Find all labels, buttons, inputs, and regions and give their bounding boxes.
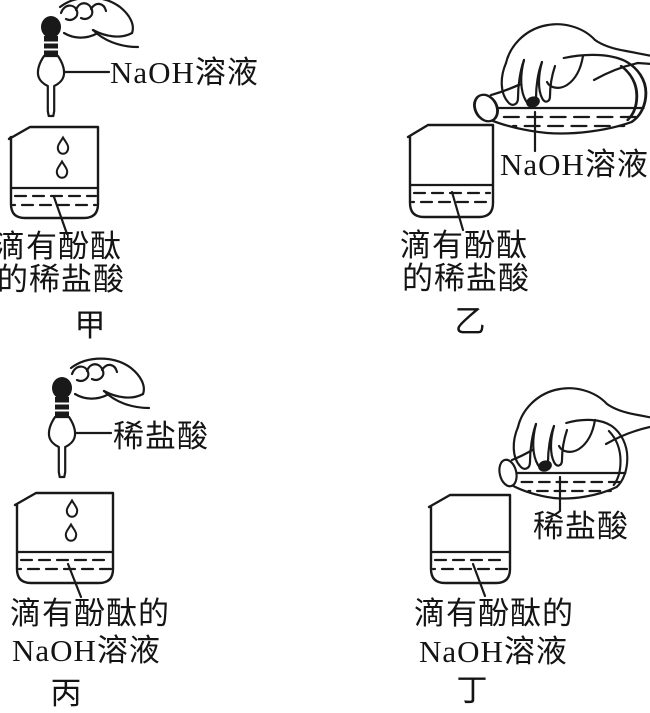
panel-caption-yi: 乙 — [454, 304, 486, 339]
falling-drop-icon — [64, 523, 78, 542]
beaker-label-ding-line2: NaOH溶液 — [419, 634, 568, 669]
beaker-label-yi-line2: 的稀盐酸 — [402, 261, 530, 296]
panel-caption-jia: 甲 — [74, 308, 106, 343]
beaker-label-ding-line1: 滴有酚酞的 — [414, 596, 574, 631]
reagent-label-ding: 稀盐酸 — [533, 509, 629, 544]
reagent-label-jia: NaOH溶液 — [110, 55, 259, 90]
label-leader-line — [52, 195, 69, 236]
reagent-label-bing: 稀盐酸 — [113, 419, 209, 454]
reagent-label-yi: NaOH溶液 — [500, 147, 649, 182]
beaker-label-yi-line1: 滴有酚酞 — [400, 228, 528, 263]
beaker-icon — [427, 493, 512, 585]
beaker-icon — [406, 123, 495, 219]
label-leader-line — [450, 190, 465, 232]
pouring-hand-icon — [512, 387, 650, 475]
label-leader-line — [66, 562, 83, 599]
falling-drop-icon — [55, 160, 69, 179]
falling-drop-icon — [65, 499, 79, 518]
panel-bing-art — [13, 357, 151, 599]
beaker-icon — [13, 491, 115, 585]
panel-jia-art — [7, 0, 140, 236]
panel-caption-bing: 丙 — [50, 676, 82, 711]
beaker-icon — [7, 125, 100, 220]
beaker-label-bing-line2: NaOH溶液 — [12, 633, 161, 668]
beaker-label-jia-line1: 滴有酚酞 — [0, 229, 122, 264]
label-leader-line — [471, 562, 487, 598]
beaker-label-bing-line1: 滴有酚酞的 — [10, 596, 170, 631]
panel-caption-ding: 丁 — [456, 673, 488, 708]
beaker-label-jia-line2: 的稀盐酸 — [0, 262, 125, 297]
falling-drop-icon — [56, 136, 70, 155]
dropper-with-hand-icon — [47, 357, 151, 479]
reagent-bottle-icon — [469, 53, 648, 135]
panel-yi-art — [406, 23, 650, 232]
panel-ding-art — [427, 387, 650, 598]
pouring-hand-icon — [500, 23, 650, 111]
